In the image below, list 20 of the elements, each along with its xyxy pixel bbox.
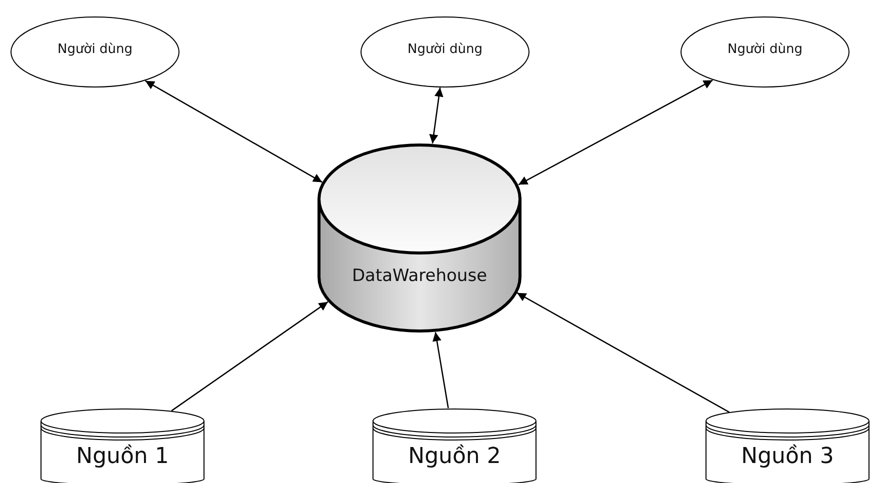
node-label: DataWarehouse [350, 266, 488, 286]
node-label: Nguồn 1 [75, 444, 170, 469]
arrow [144, 80, 322, 183]
arrow [516, 292, 730, 413]
data-source-cylinder [40, 408, 205, 483]
arrow [518, 80, 713, 186]
arrow [432, 332, 449, 408]
data-source-cylinder [705, 408, 870, 483]
node-label: Nguồn 2 [407, 444, 502, 469]
node-label: Người dùng [56, 42, 134, 57]
user-ellipse [680, 16, 850, 88]
node-label: Người dùng [726, 42, 804, 57]
node-label: Người dùng [406, 42, 484, 57]
user-ellipse [10, 16, 180, 88]
data-source-cylinder [372, 408, 537, 483]
arrow [429, 88, 444, 144]
user-ellipse [360, 16, 530, 88]
arrow [171, 301, 328, 412]
node-label: Nguồn 3 [740, 444, 835, 469]
database-cylinder [317, 143, 522, 333]
